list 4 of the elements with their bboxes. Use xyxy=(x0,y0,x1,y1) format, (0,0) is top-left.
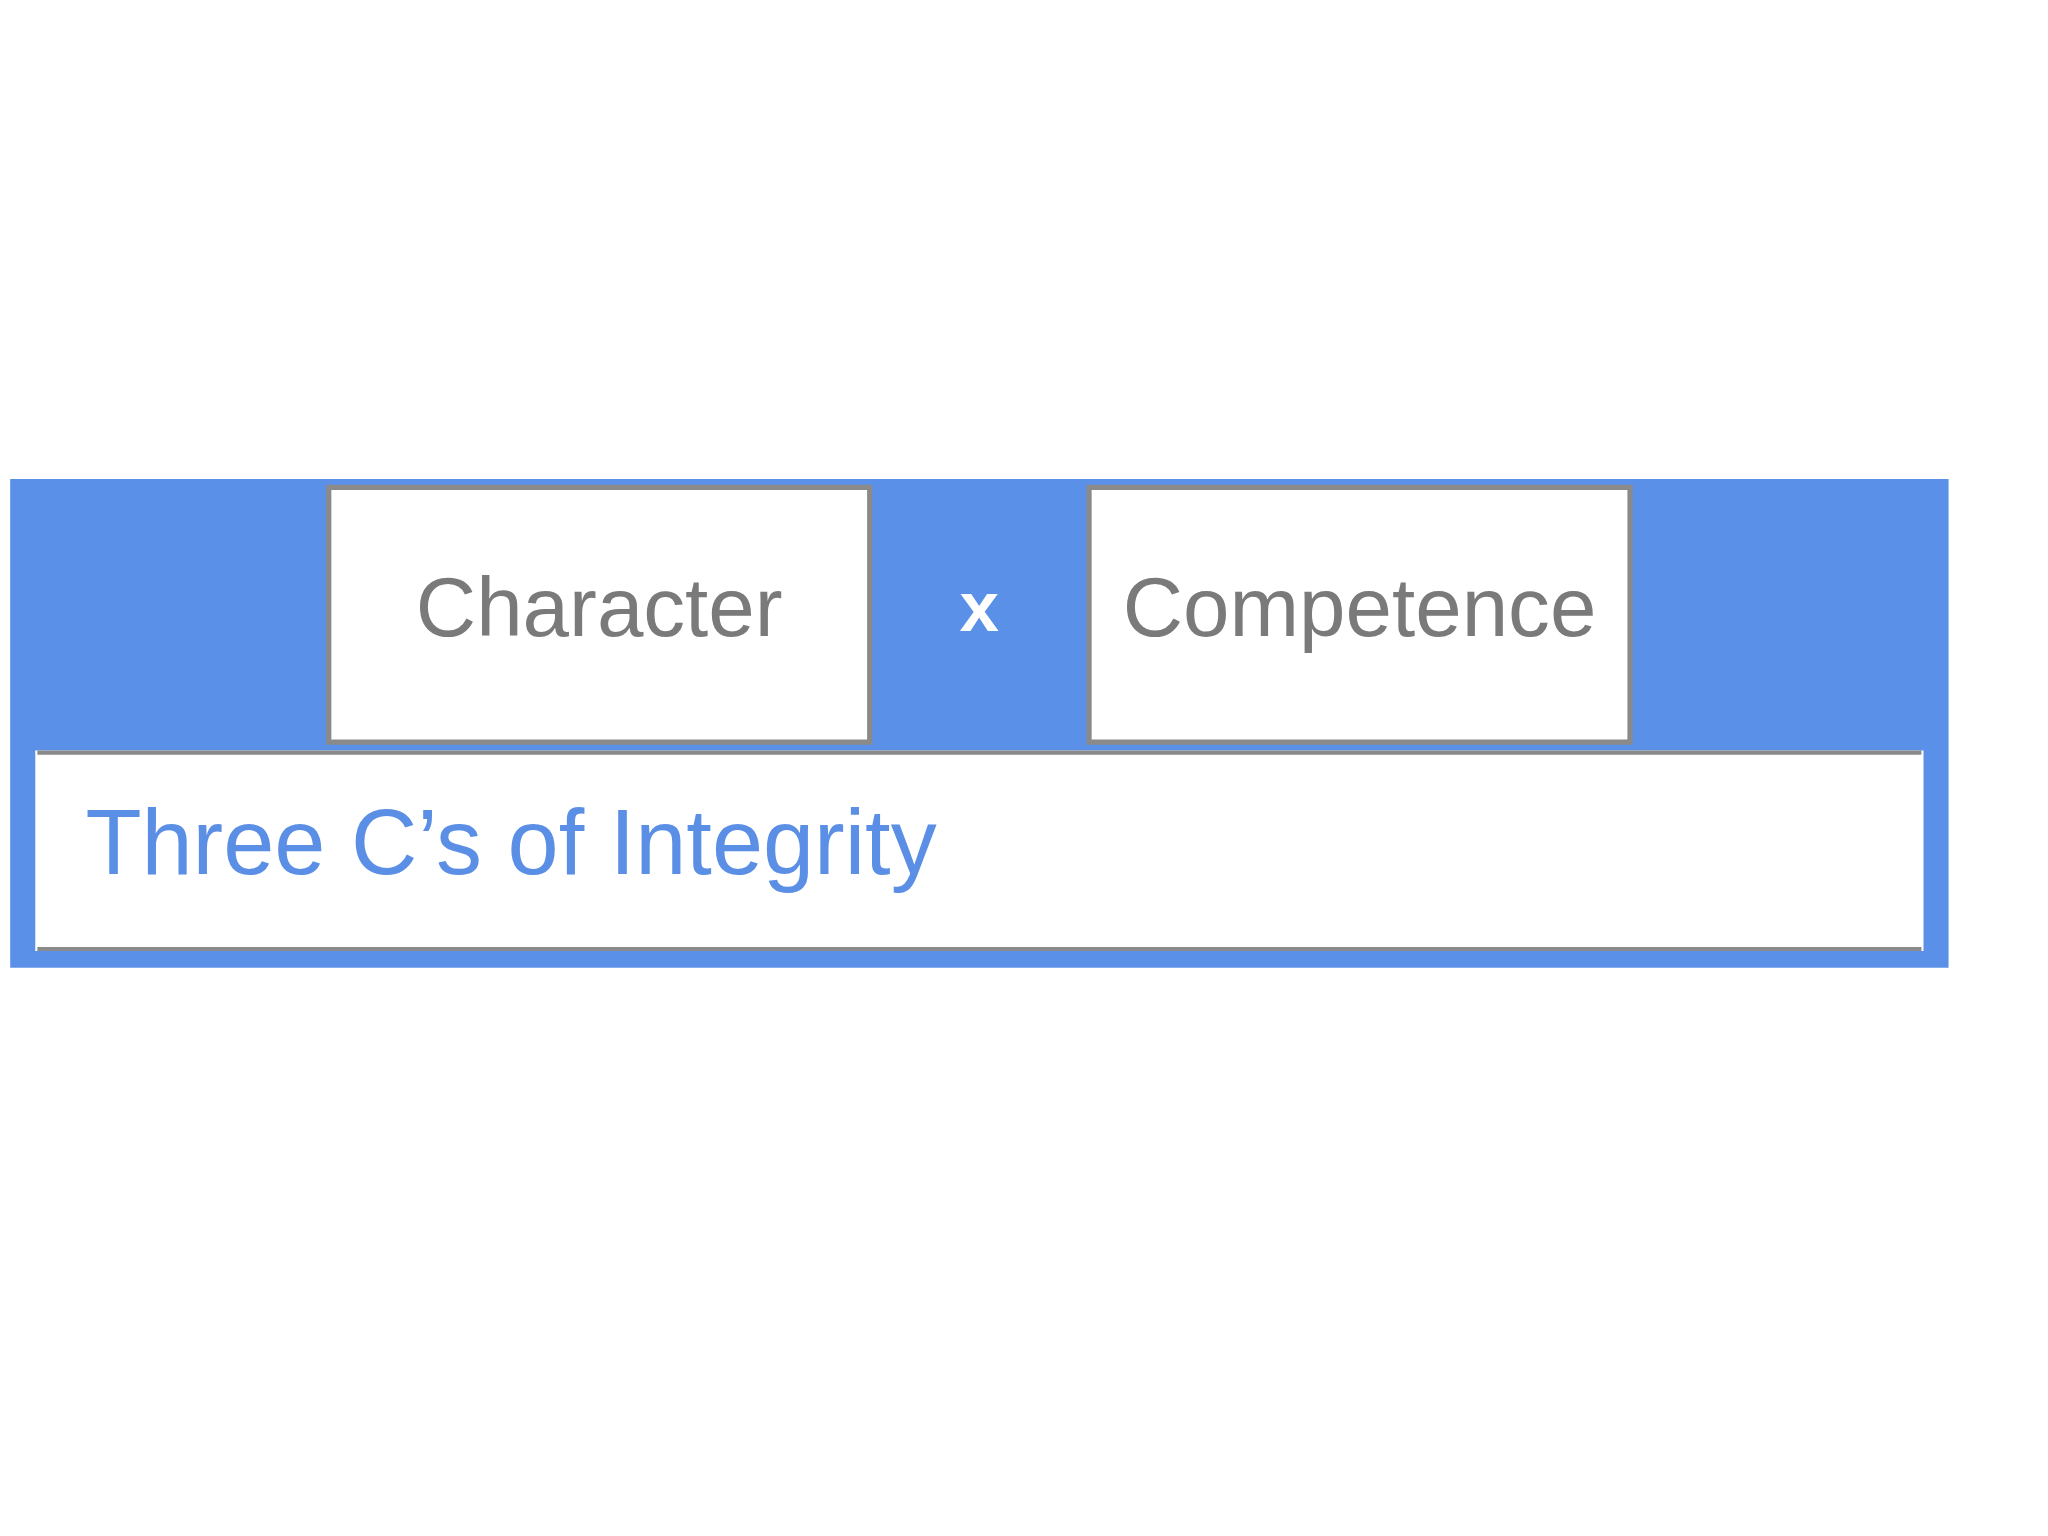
label: x xyxy=(959,566,999,646)
node-box: Competence xyxy=(1085,484,1633,745)
diagram-title: Three C’s of Integrity xyxy=(84,790,937,893)
node-box: Character xyxy=(325,484,872,745)
